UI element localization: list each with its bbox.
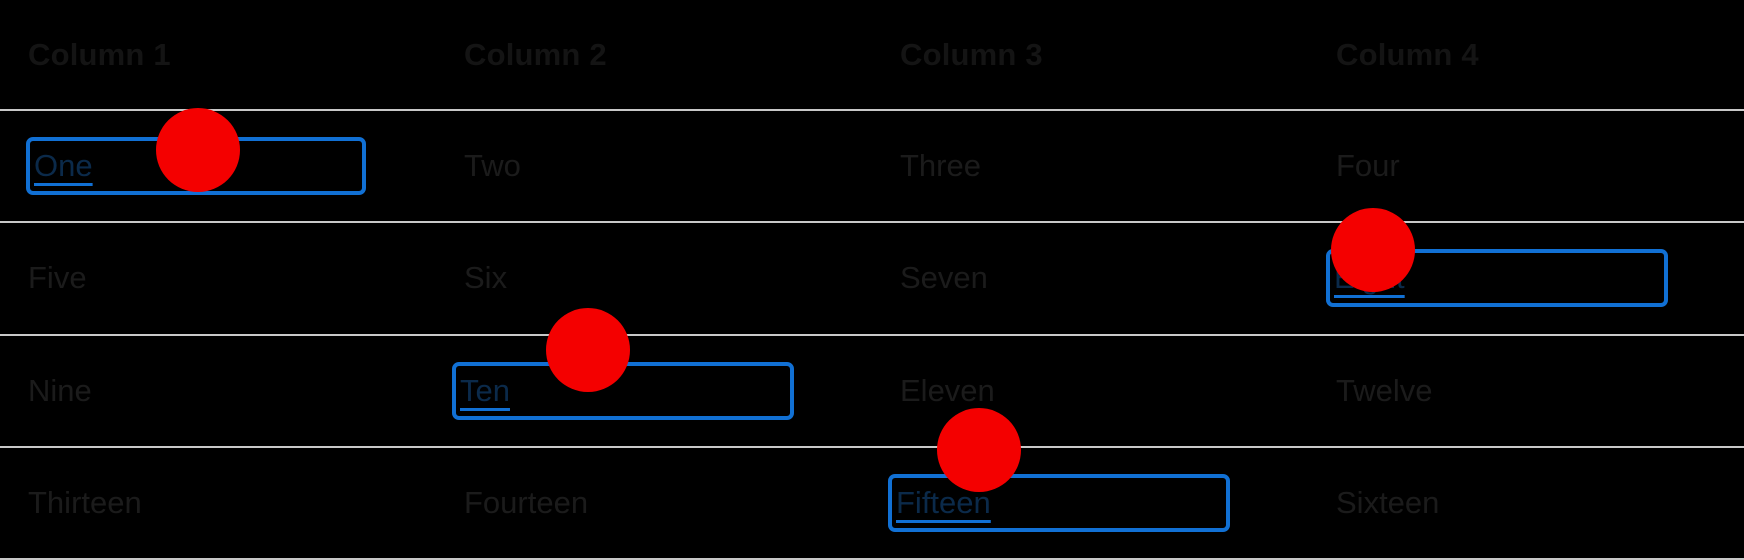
table-cell-r2c3[interactable]: Seven: [872, 222, 1308, 336]
cell-value-r4c1: Thirteen: [28, 484, 142, 520]
cell-value-r2c4: Eight: [1334, 260, 1405, 296]
cell-value-r3c3: Eleven: [900, 372, 995, 408]
cell-value-r1c4: Four: [1336, 148, 1400, 184]
table-row: Nine Ten Eleven Twelve: [0, 334, 1744, 448]
cell-focus-outline-r1c1[interactable]: One: [26, 137, 366, 196]
table-header-row: Column 1 Column 2 Column 3 Column 4: [0, 0, 1744, 111]
cell-value-r4c4: Sixteen: [1336, 484, 1440, 520]
cell-value-r4c2: Fourteen: [464, 484, 589, 520]
cell-value-r4c3: Fifteen: [896, 484, 991, 520]
cell-value-r2c1: Five: [28, 260, 87, 296]
cell-value-r1c1: One: [34, 148, 93, 184]
table-cell-r3c3[interactable]: Eleven: [872, 334, 1308, 448]
column-header-3[interactable]: Column 3: [872, 0, 1308, 111]
table-cell-r1c1[interactable]: One: [0, 110, 436, 224]
table-cell-r4c3[interactable]: Fifteen: [872, 446, 1308, 560]
column-header-2[interactable]: Column 2: [436, 0, 872, 111]
table-cell-r2c2[interactable]: Six: [436, 222, 872, 336]
table-cell-r2c1[interactable]: Five: [0, 222, 436, 336]
cell-value-r1c3: Three: [900, 148, 981, 184]
column-header-1[interactable]: Column 1: [0, 0, 436, 111]
cell-focus-outline-r3c2[interactable]: Ten: [452, 361, 794, 420]
cell-value-r3c1: Nine: [28, 372, 92, 408]
table-row: Thirteen Fourteen Fifteen Sixteen: [0, 446, 1744, 560]
table-cell-r1c4[interactable]: Four: [1308, 110, 1744, 224]
table-cell-r4c2[interactable]: Fourteen: [436, 446, 872, 560]
table-body: One Two Three Four Five Six: [0, 110, 1744, 560]
cell-focus-outline-r2c4[interactable]: Eight: [1326, 249, 1668, 308]
table-cell-r3c2[interactable]: Ten: [436, 334, 872, 448]
table-cell-r3c1[interactable]: Nine: [0, 334, 436, 448]
column-header-4[interactable]: Column 4: [1308, 0, 1744, 111]
table-cell-r1c3[interactable]: Three: [872, 110, 1308, 224]
cell-value-r3c2: Ten: [460, 372, 510, 408]
table-cell-r3c4[interactable]: Twelve: [1308, 334, 1744, 448]
table-cell-r4c4[interactable]: Sixteen: [1308, 446, 1744, 560]
table-cell-r1c2[interactable]: Two: [436, 110, 872, 224]
cell-focus-outline-r4c3[interactable]: Fifteen: [888, 473, 1230, 532]
table-cell-r4c1[interactable]: Thirteen: [0, 446, 436, 560]
cell-value-r1c2: Two: [464, 148, 521, 184]
table-row: Five Six Seven Eight: [0, 222, 1744, 336]
table-cell-r2c4[interactable]: Eight: [1308, 222, 1744, 336]
cell-value-r2c3: Seven: [900, 260, 988, 296]
table-head: Column 1 Column 2 Column 3 Column 4: [0, 0, 1744, 111]
cell-value-r3c4: Twelve: [1336, 372, 1433, 408]
cell-value-r2c2: Six: [464, 260, 508, 296]
table-row: One Two Three Four: [0, 110, 1744, 224]
